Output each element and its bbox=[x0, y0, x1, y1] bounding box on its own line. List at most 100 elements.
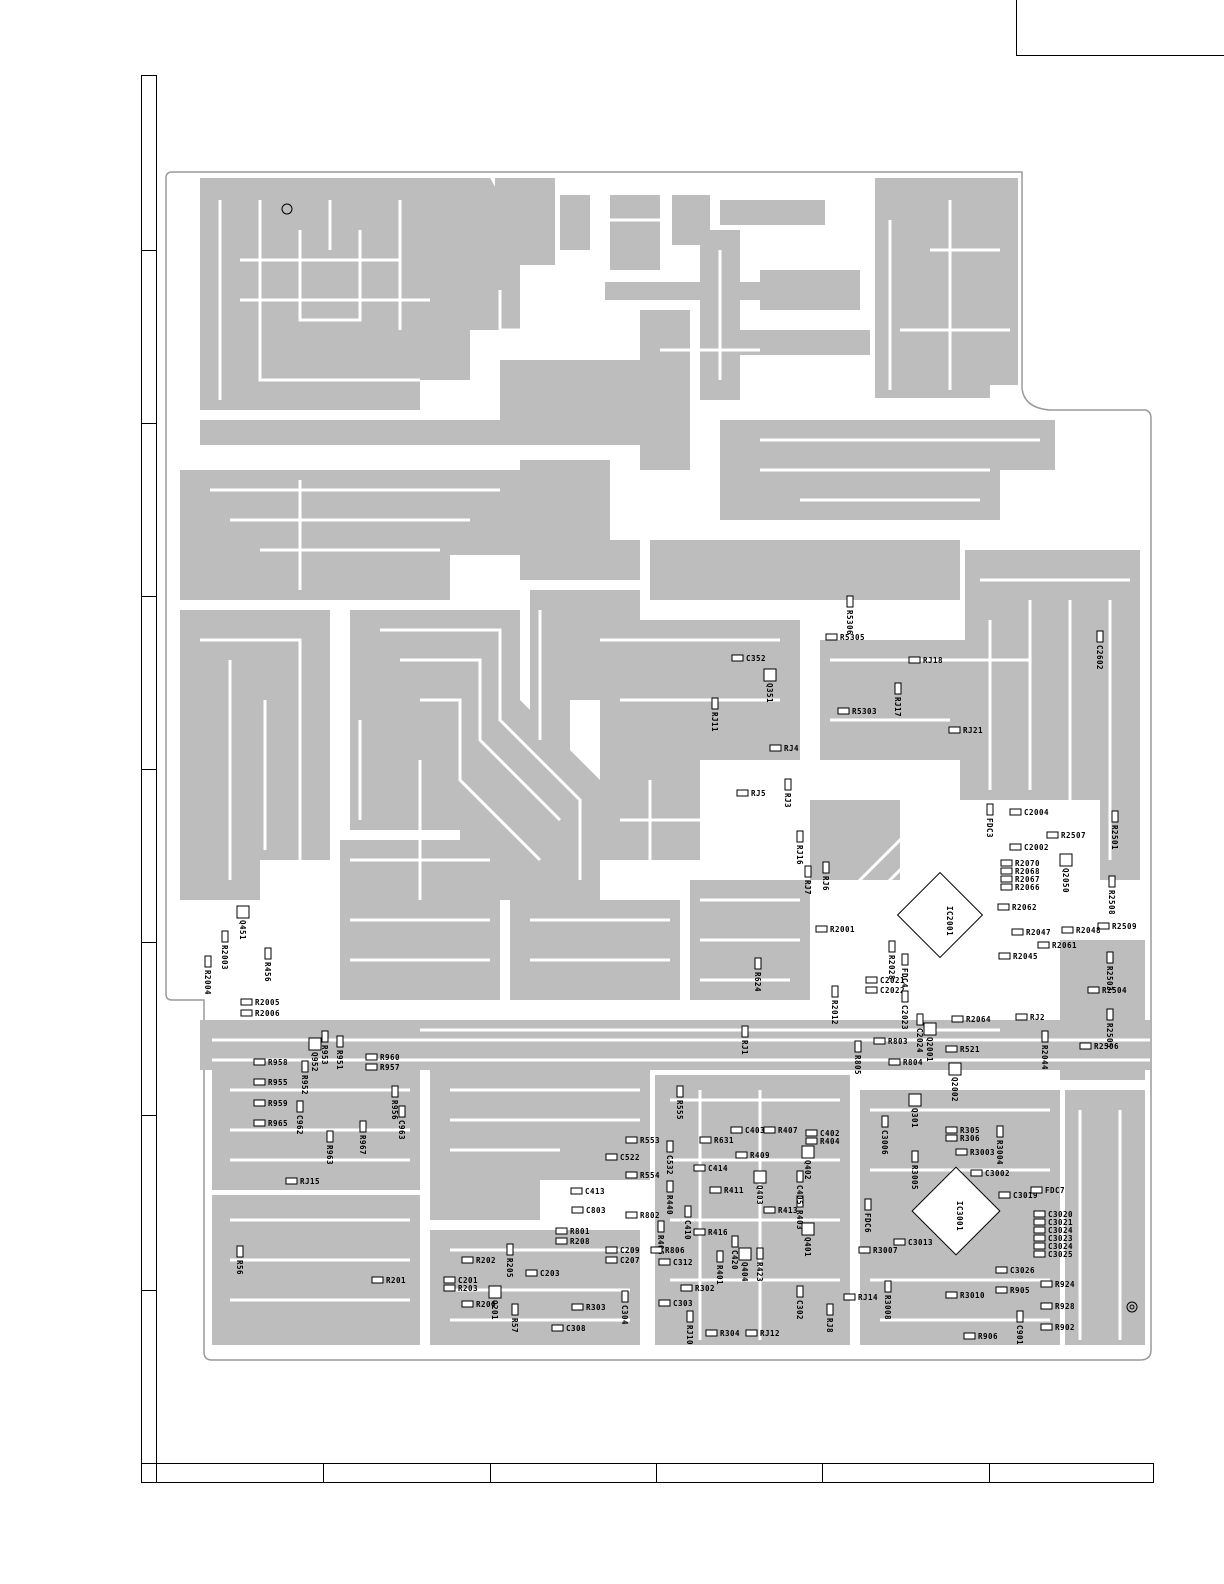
component-r955: R955 bbox=[253, 1078, 288, 1087]
component-pad bbox=[1059, 853, 1073, 867]
component-label: C803 bbox=[586, 1206, 606, 1215]
component-pad bbox=[296, 1100, 304, 1113]
component-pad bbox=[1097, 922, 1110, 930]
component-pad bbox=[1030, 1186, 1043, 1194]
component-label: R201 bbox=[386, 1276, 406, 1285]
component-pad bbox=[995, 1266, 1008, 1274]
component-label: R204 bbox=[476, 1300, 496, 1309]
component-label: R2505 bbox=[1105, 1023, 1114, 1048]
component-pad bbox=[822, 861, 830, 874]
component-label: R806 bbox=[665, 1246, 685, 1255]
component-label: R805 bbox=[853, 1055, 862, 1075]
component-c2002: C2002 bbox=[1009, 843, 1049, 852]
component-pad bbox=[873, 1037, 886, 1045]
component-label: Q2001 bbox=[925, 1037, 934, 1062]
title-block-corner bbox=[1016, 0, 1224, 56]
component-pad bbox=[916, 1013, 924, 1026]
component-label: R302 bbox=[695, 1284, 715, 1293]
component-pad bbox=[461, 1256, 474, 1264]
component-pad bbox=[738, 1247, 752, 1261]
component-r203: R203 bbox=[443, 1284, 478, 1293]
component-r5305: R5305 bbox=[825, 633, 865, 642]
component-label: R906 bbox=[978, 1332, 998, 1341]
component-label: R2506 bbox=[1094, 1042, 1119, 1051]
component-rj15: RJ15 bbox=[285, 1177, 320, 1186]
component-pad bbox=[997, 903, 1010, 911]
component-pad bbox=[1000, 875, 1013, 883]
component-pad bbox=[676, 1085, 684, 1098]
component-r2045: R2045 bbox=[998, 952, 1038, 961]
component-rj4: RJ4 bbox=[769, 744, 799, 753]
component-label: RJ21 bbox=[963, 726, 983, 735]
component-label: C2024 bbox=[915, 1028, 924, 1053]
component-pad bbox=[769, 744, 782, 752]
component-q2001: Q2001 bbox=[923, 1022, 937, 1062]
component-pad bbox=[571, 1303, 584, 1311]
component-label: R3004 bbox=[995, 1140, 1004, 1165]
component-rj14: RJ14 bbox=[843, 1293, 878, 1302]
component-r404: R404 bbox=[805, 1137, 840, 1146]
component-r2062: R2062 bbox=[997, 903, 1037, 912]
component-label: R553 bbox=[640, 1136, 660, 1145]
component-label: R2070 bbox=[1015, 859, 1040, 868]
component-r801: R801 bbox=[555, 1227, 590, 1236]
component-c3023: C3023 bbox=[1033, 1234, 1073, 1243]
component-pad bbox=[1009, 808, 1022, 816]
mounting-hole-icon bbox=[281, 203, 1138, 1313]
bottom-grid-strip bbox=[141, 1463, 1154, 1483]
component-pad bbox=[945, 1045, 958, 1053]
component-pad bbox=[801, 1222, 815, 1236]
component-r951: R951 bbox=[335, 1035, 344, 1070]
component-label: R2067 bbox=[1015, 875, 1040, 884]
component-pad bbox=[1061, 926, 1074, 934]
component-label: R2507 bbox=[1061, 831, 1086, 840]
component-r3010: R3010 bbox=[945, 1291, 985, 1300]
component-c963: C963 bbox=[397, 1105, 406, 1140]
component-label: RJ7 bbox=[803, 880, 812, 895]
component-label: R956 bbox=[390, 1100, 399, 1120]
component-label: FDC4 bbox=[900, 968, 909, 988]
grid-tick bbox=[141, 250, 157, 251]
component-pad bbox=[398, 1105, 406, 1118]
component-pad bbox=[488, 1285, 502, 1299]
grid-tick bbox=[656, 1463, 657, 1483]
component-label: C522 bbox=[620, 1153, 640, 1162]
component-pad bbox=[888, 940, 896, 953]
component-r957: R957 bbox=[365, 1063, 400, 1072]
component-c2024: C2024 bbox=[915, 1013, 924, 1053]
component-pad bbox=[699, 1136, 712, 1144]
component-label: C3019 bbox=[1013, 1191, 1038, 1200]
component-label: Q401 bbox=[803, 1237, 812, 1257]
component-pad bbox=[735, 1151, 748, 1159]
component-r304: R304 bbox=[705, 1329, 740, 1338]
component-c532: C532 bbox=[665, 1140, 674, 1175]
component-r202: R202 bbox=[461, 1256, 496, 1265]
component-c901: C901 bbox=[1015, 1310, 1024, 1345]
component-rj3: RJ3 bbox=[783, 778, 792, 808]
component-label: C302 bbox=[795, 1300, 804, 1320]
grid-tick bbox=[989, 1463, 990, 1483]
component-r2044: R2044 bbox=[1040, 1030, 1049, 1070]
component-label: C352 bbox=[746, 654, 766, 663]
component-r303: R303 bbox=[571, 1303, 606, 1312]
component-label: RJ17 bbox=[893, 697, 902, 717]
component-pad bbox=[763, 668, 777, 682]
component-label: R967 bbox=[358, 1135, 367, 1155]
component-pad bbox=[815, 925, 828, 933]
component-label: R2047 bbox=[1026, 928, 1051, 937]
component-r2028: R2028 bbox=[887, 940, 896, 980]
component-pad bbox=[666, 1180, 674, 1193]
component-pad bbox=[1087, 986, 1100, 994]
component-pad bbox=[1106, 1008, 1114, 1021]
component-pad bbox=[901, 953, 909, 966]
component-label: R406 bbox=[656, 1235, 665, 1255]
component-label: R56 bbox=[235, 1260, 244, 1275]
component-label: R2001 bbox=[830, 925, 855, 934]
component-c420: C420 bbox=[730, 1235, 739, 1270]
component-label: IC2001 bbox=[945, 906, 954, 936]
component-r413: R413 bbox=[763, 1206, 798, 1215]
component-label: R951 bbox=[335, 1050, 344, 1070]
component-r423: R423 bbox=[755, 1247, 764, 1282]
component-label: R5303 bbox=[852, 707, 877, 716]
component-c303: C303 bbox=[658, 1299, 693, 1308]
